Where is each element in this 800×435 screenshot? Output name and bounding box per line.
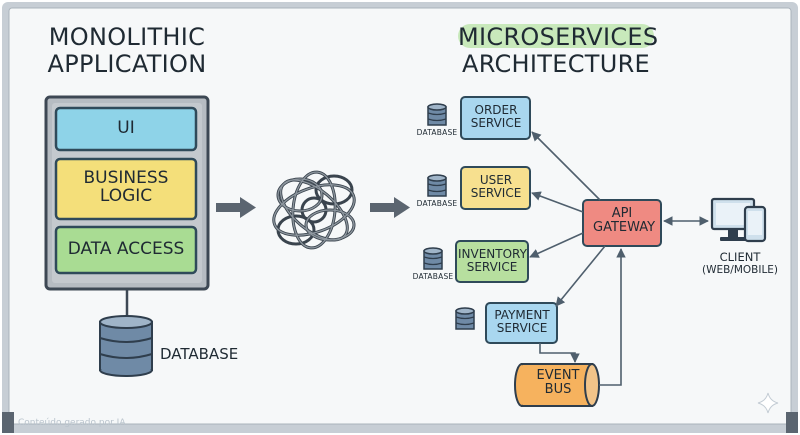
event-bus-label: EVENT BUS [536,368,580,397]
user-service-label: USER SERVICE [470,173,522,200]
inventory-service-label: INVENTORY SERVICE [458,247,527,274]
title-highlight [458,24,654,48]
gateway-to-user-arrow [531,191,584,213]
monolith-database-icon [99,315,153,377]
transition-arrow-left [216,197,256,218]
payment-service-label: PAYMENT SERVICE [494,308,550,335]
user-service-box [460,166,531,210]
microservices-title-line1: MICROSERVICES [458,23,659,51]
data-access-layer-box [54,225,198,275]
ui-layer-box [54,106,198,152]
inventory-database-label: DATABASE [412,272,454,281]
frame-corner [2,412,14,433]
event-bus-icon [514,363,600,407]
api-gateway-label: API GATEWAY [593,206,656,235]
microservices-title-line2: ARCHITECTURE [461,50,651,78]
monolith-title-line1: MONOLITHIC [48,23,206,51]
order-service-box [460,96,531,140]
monolith-title-line2: APPLICATION [47,50,207,78]
api-gateway-box [582,199,662,247]
order-service-label: ORDER SERVICE [470,103,522,130]
ui-layer-label: UI [117,118,135,138]
client-sublabel: (WEB/MOBILE) [701,264,779,276]
monolith-database-label: DATABASE [160,345,239,363]
gateway-to-order-arrow [531,131,601,201]
inventory-service-box [455,240,529,283]
sparkle-icon [757,392,779,414]
order-database-icon [427,103,447,126]
frame-corner [786,412,798,433]
transition-arrow-right [370,197,410,218]
inventory-database-icon [423,247,443,270]
eventbus-to-gateway-arrow [599,248,626,386]
gateway-to-inventory-arrow [529,232,584,258]
payment-to-eventbus-arrow [539,343,580,363]
data-access-layer-label: DATA ACCESS [67,239,185,259]
gateway-to-payment-arrow [555,245,606,307]
order-database-label: DATABASE [416,128,458,137]
payment-database-icon [455,307,475,330]
user-database-label: DATABASE [416,199,458,208]
client-devices-icon [710,197,767,243]
business-logic-layer-label: BUSINESS LOGIC [83,168,169,207]
business-logic-layer-box [54,157,198,221]
user-database-icon [427,174,447,197]
client-label: CLIENT [719,250,761,264]
watermark-text: Conteúdo gerado por IA [18,418,126,428]
tangled-knot-inner [273,171,355,249]
payment-service-box [485,302,558,344]
